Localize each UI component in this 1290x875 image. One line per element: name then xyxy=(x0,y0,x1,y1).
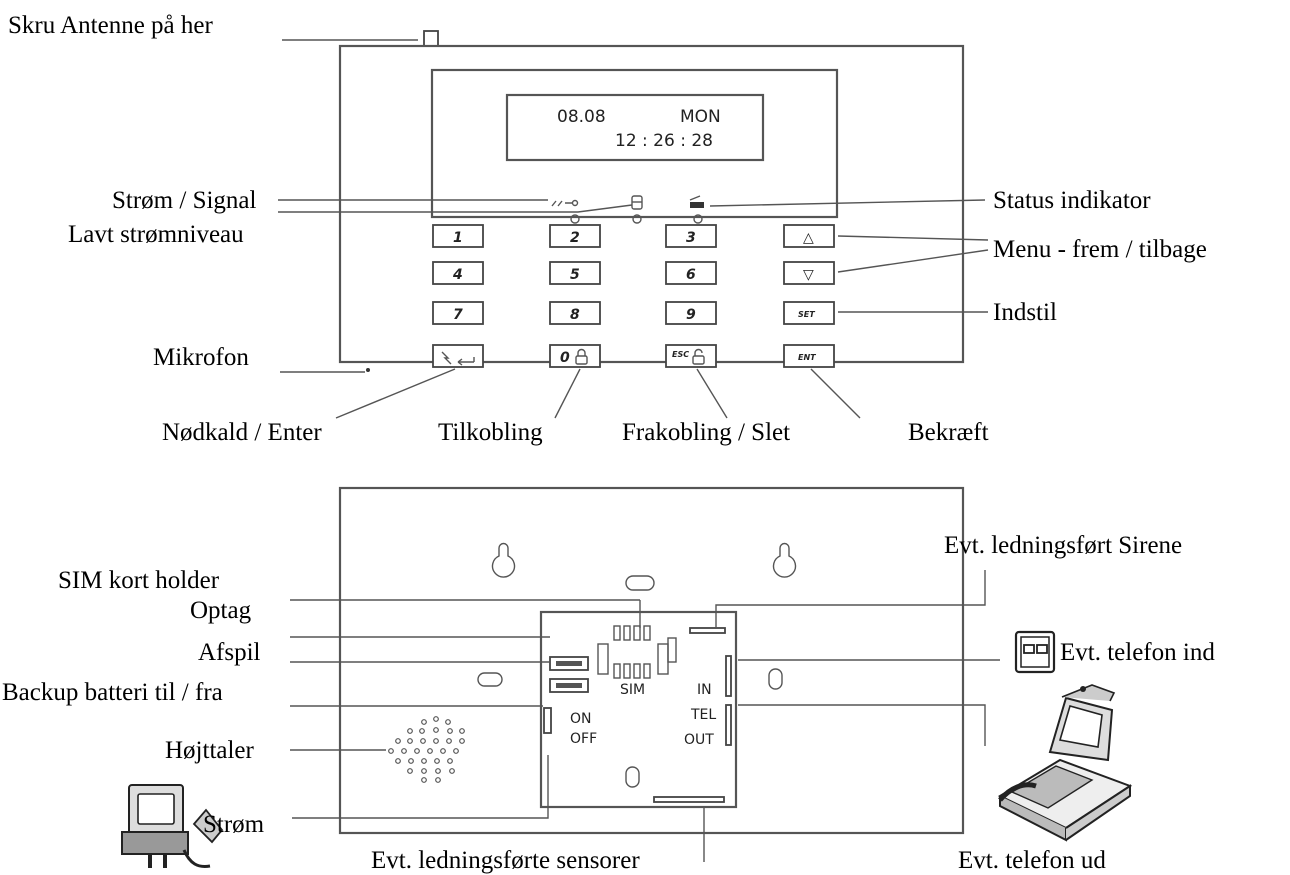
key-set[interactable] xyxy=(783,301,835,325)
key-set-label: SET xyxy=(798,310,815,319)
connection-compartment xyxy=(539,610,738,809)
siren-terminal xyxy=(689,627,726,634)
switch-off-text: OFF xyxy=(570,731,597,747)
keyhole-mount-left xyxy=(491,542,516,578)
power-adapter-icon xyxy=(121,784,224,868)
label-backup-battery: Backup batteri til / fra xyxy=(2,679,223,706)
label-emergency: Nødkald / Enter xyxy=(162,419,322,446)
low-power-led xyxy=(632,214,642,224)
label-low-power: Lavt strømniveau xyxy=(68,221,244,248)
key-4-label: 4 xyxy=(452,267,463,283)
slot-bottom xyxy=(625,766,640,788)
port-out-text: OUT xyxy=(684,732,714,748)
slot-left xyxy=(477,672,503,687)
key-5[interactable] xyxy=(549,261,601,285)
key-8-label: 8 xyxy=(570,307,580,323)
keyhole-mount-right xyxy=(772,542,797,578)
key-0[interactable] xyxy=(549,344,601,368)
label-sim-holder: SIM kort holder xyxy=(58,567,220,594)
key-9[interactable] xyxy=(665,301,717,325)
label-phone-in: Evt. telefon ind xyxy=(1060,639,1215,666)
sim-holder xyxy=(597,625,677,679)
key-down[interactable] xyxy=(783,261,835,285)
phone-socket-icon xyxy=(1014,630,1056,674)
power-signal-icon xyxy=(551,199,579,207)
lcd-day: MON xyxy=(680,107,721,127)
key-7[interactable] xyxy=(432,301,484,325)
key-0-label: 0 xyxy=(560,350,570,366)
label-power: Strøm xyxy=(203,811,265,838)
sensor-terminal xyxy=(653,796,725,803)
battery-icon xyxy=(631,195,643,210)
key-1[interactable] xyxy=(432,224,484,248)
key-7-label: 7 xyxy=(453,307,463,323)
front-view: 08.08 MON 12 : 26 : 28 1 2 3 △ 4 5 xyxy=(8,12,1207,446)
label-status-indicator: Status indikator xyxy=(993,187,1151,214)
key-up[interactable] xyxy=(783,224,835,248)
unlock-icon xyxy=(692,348,705,365)
key-emergency[interactable] xyxy=(432,344,484,368)
label-confirm: Bekræft xyxy=(908,419,989,446)
label-arm: Tilkobling xyxy=(438,419,543,446)
key-up-label: △ xyxy=(803,230,814,246)
label-disarm: Frakobling / Slet xyxy=(622,419,790,446)
key-3-label: 3 xyxy=(686,230,696,246)
desk-phone-icon xyxy=(997,684,1133,842)
key-6-label: 6 xyxy=(686,267,696,283)
speaker-grille xyxy=(388,716,465,783)
back-view: SIM ON OFF IN TEL OUT xyxy=(2,486,1215,874)
key-2-label: 2 xyxy=(570,230,580,246)
key-6[interactable] xyxy=(665,261,717,285)
slot-right xyxy=(768,668,783,690)
key-3[interactable] xyxy=(665,224,717,248)
port-tel-text: TEL xyxy=(690,707,716,723)
label-antenna: Skru Antenne på her xyxy=(8,12,213,39)
antenna-connector xyxy=(423,30,439,47)
phone-out-port xyxy=(725,704,732,746)
label-set: Indstil xyxy=(993,299,1057,326)
label-play: Afspil xyxy=(198,639,261,666)
lcd-date: 08.08 xyxy=(557,107,606,127)
battery-switch[interactable] xyxy=(543,707,552,734)
switch-on-text: ON xyxy=(570,711,592,727)
key-down-label: ▽ xyxy=(803,267,814,283)
status-led xyxy=(693,214,703,224)
front-housing xyxy=(338,44,965,364)
label-wired-sensors: Evt. ledningsførte sensorer xyxy=(371,847,640,874)
display-bezel xyxy=(430,68,839,219)
key-1-label: 1 xyxy=(453,230,463,246)
key-4[interactable] xyxy=(432,261,484,285)
port-in-text: IN xyxy=(697,682,712,698)
status-icon xyxy=(689,195,704,208)
key-2[interactable] xyxy=(549,224,601,248)
key-8[interactable] xyxy=(549,301,601,325)
label-speaker: Højttaler xyxy=(165,737,255,764)
label-menu: Menu - frem / tilbage xyxy=(993,236,1207,263)
label-wired-siren: Evt. ledningsført Sirene xyxy=(944,532,1182,559)
lcd-time: 12 : 26 : 28 xyxy=(615,131,713,151)
label-power-signal: Strøm / Signal xyxy=(112,187,257,214)
lock-icon xyxy=(575,348,588,365)
emergency-enter-icon xyxy=(441,351,475,366)
sim-text: SIM xyxy=(620,682,645,698)
key-5-label: 5 xyxy=(570,267,580,283)
lcd-screen xyxy=(505,93,765,162)
microphone-hole xyxy=(366,368,370,372)
key-9-label: 9 xyxy=(686,307,696,323)
label-microphone: Mikrofon xyxy=(153,344,249,371)
key-esc-label: ESC xyxy=(672,350,689,359)
power-signal-led xyxy=(570,214,580,224)
label-phone-out: Evt. telefon ud xyxy=(958,847,1106,874)
phone-in-port xyxy=(725,655,732,697)
label-record: Optag xyxy=(190,597,252,624)
key-ent-label: ENT xyxy=(798,353,816,362)
key-ent[interactable] xyxy=(783,344,835,368)
slot-top xyxy=(625,575,655,591)
